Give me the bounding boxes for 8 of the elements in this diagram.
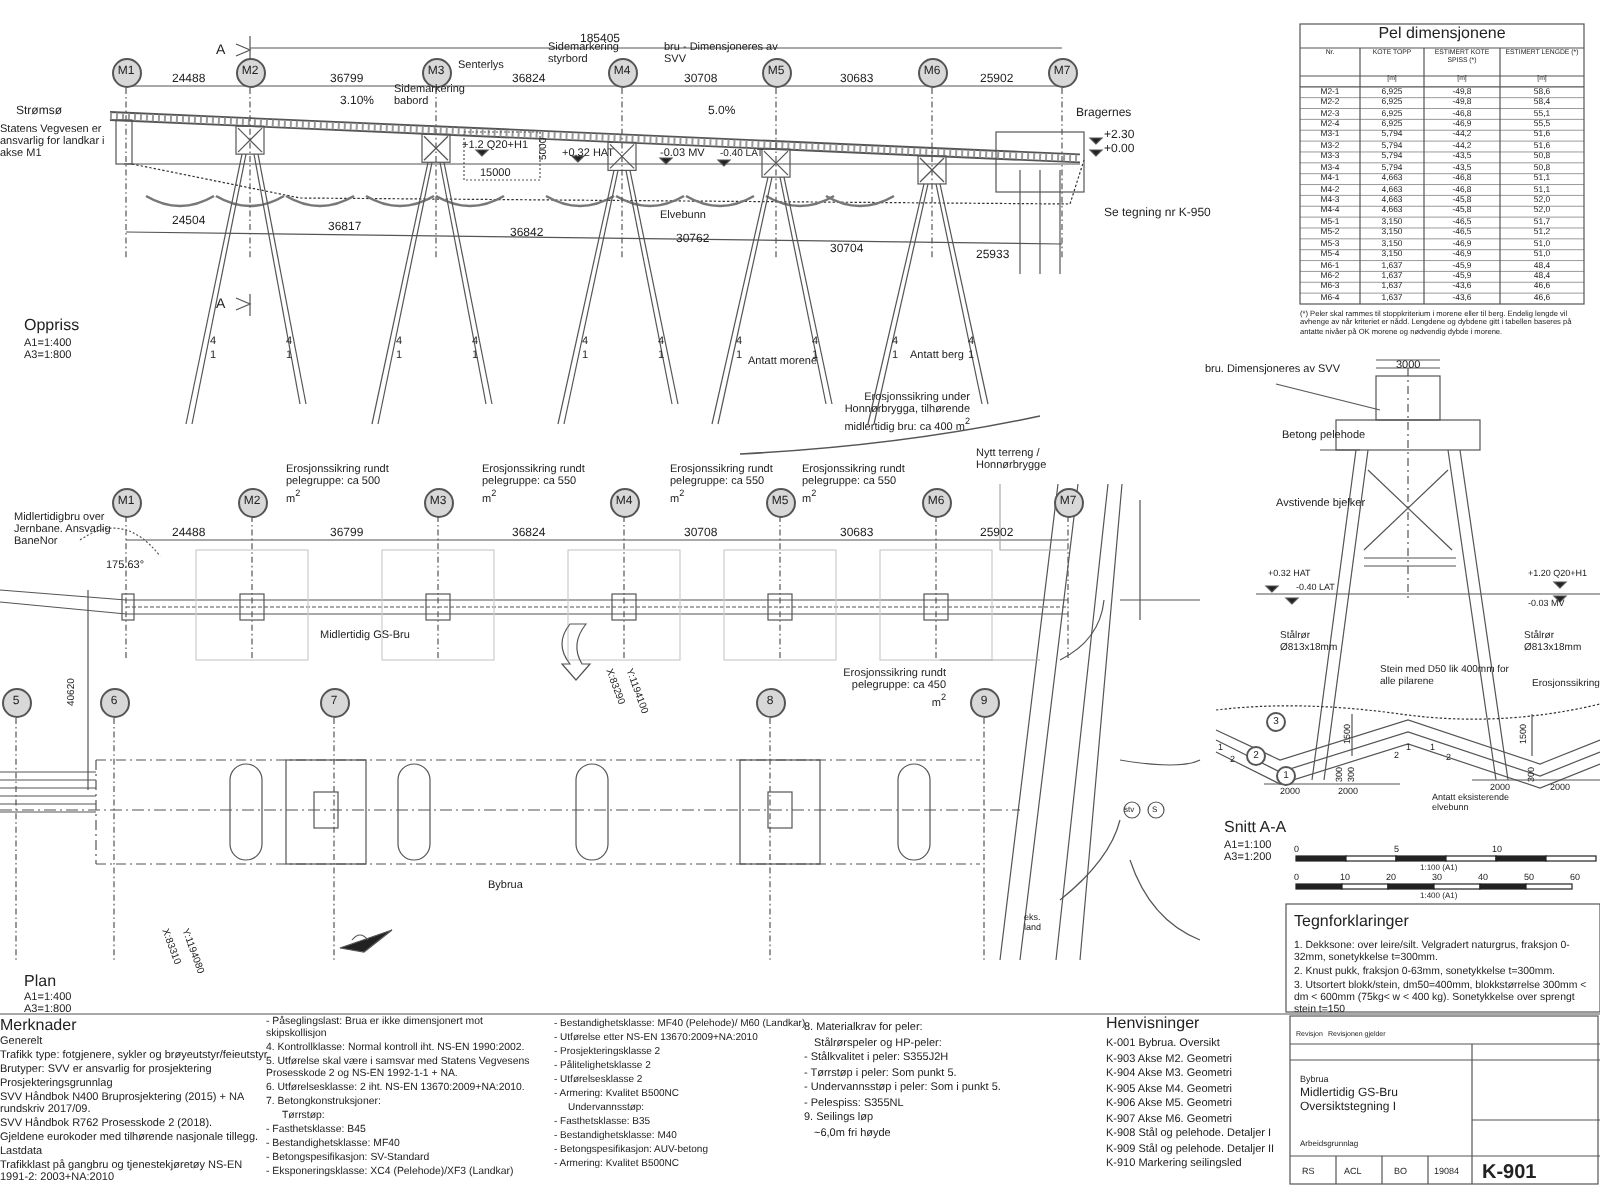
heading: Pel dimensjonene xyxy=(1376,26,1508,44)
heading: Snitt A-A xyxy=(1224,820,1287,838)
heading: Tegnforklaringer xyxy=(1294,914,1409,932)
heading: Plan xyxy=(24,974,57,992)
heading: Henvisninger xyxy=(1106,1016,1200,1034)
heading: Merknader xyxy=(0,1018,77,1036)
heading: Oppriss xyxy=(24,318,80,336)
note-text: K-901 xyxy=(1482,1162,1537,1185)
